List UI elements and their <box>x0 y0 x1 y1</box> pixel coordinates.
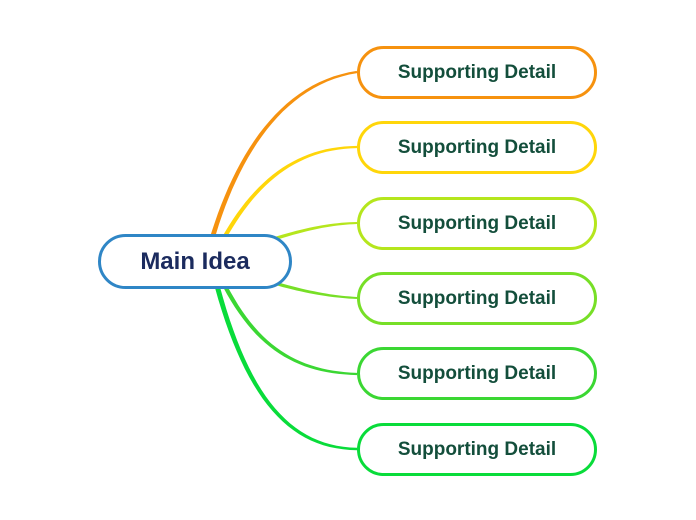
node-supporting-detail-5-label: Supporting Detail <box>397 362 557 384</box>
node-supporting-detail-2-label: Supporting Detail <box>397 136 557 158</box>
node-supporting-detail-3[interactable]: Supporting Detail <box>357 197 597 250</box>
node-main-idea-label: Main Idea <box>140 247 250 275</box>
node-supporting-detail-4-label: Supporting Detail <box>397 287 557 309</box>
node-supporting-detail-1[interactable]: Supporting Detail <box>357 46 597 99</box>
node-supporting-detail-4[interactable]: Supporting Detail <box>357 272 597 325</box>
branch-curve <box>210 145 357 262</box>
node-supporting-detail-1-label: Supporting Detail <box>397 61 557 83</box>
node-supporting-detail-3-label: Supporting Detail <box>397 212 557 234</box>
node-supporting-detail-2[interactable]: Supporting Detail <box>357 121 597 174</box>
branch-curve <box>208 261 357 451</box>
node-supporting-detail-6[interactable]: Supporting Detail <box>357 423 597 476</box>
node-supporting-detail-5[interactable]: Supporting Detail <box>357 347 597 400</box>
node-main-idea[interactable]: Main Idea <box>98 234 292 289</box>
node-supporting-detail-6-label: Supporting Detail <box>397 438 557 460</box>
